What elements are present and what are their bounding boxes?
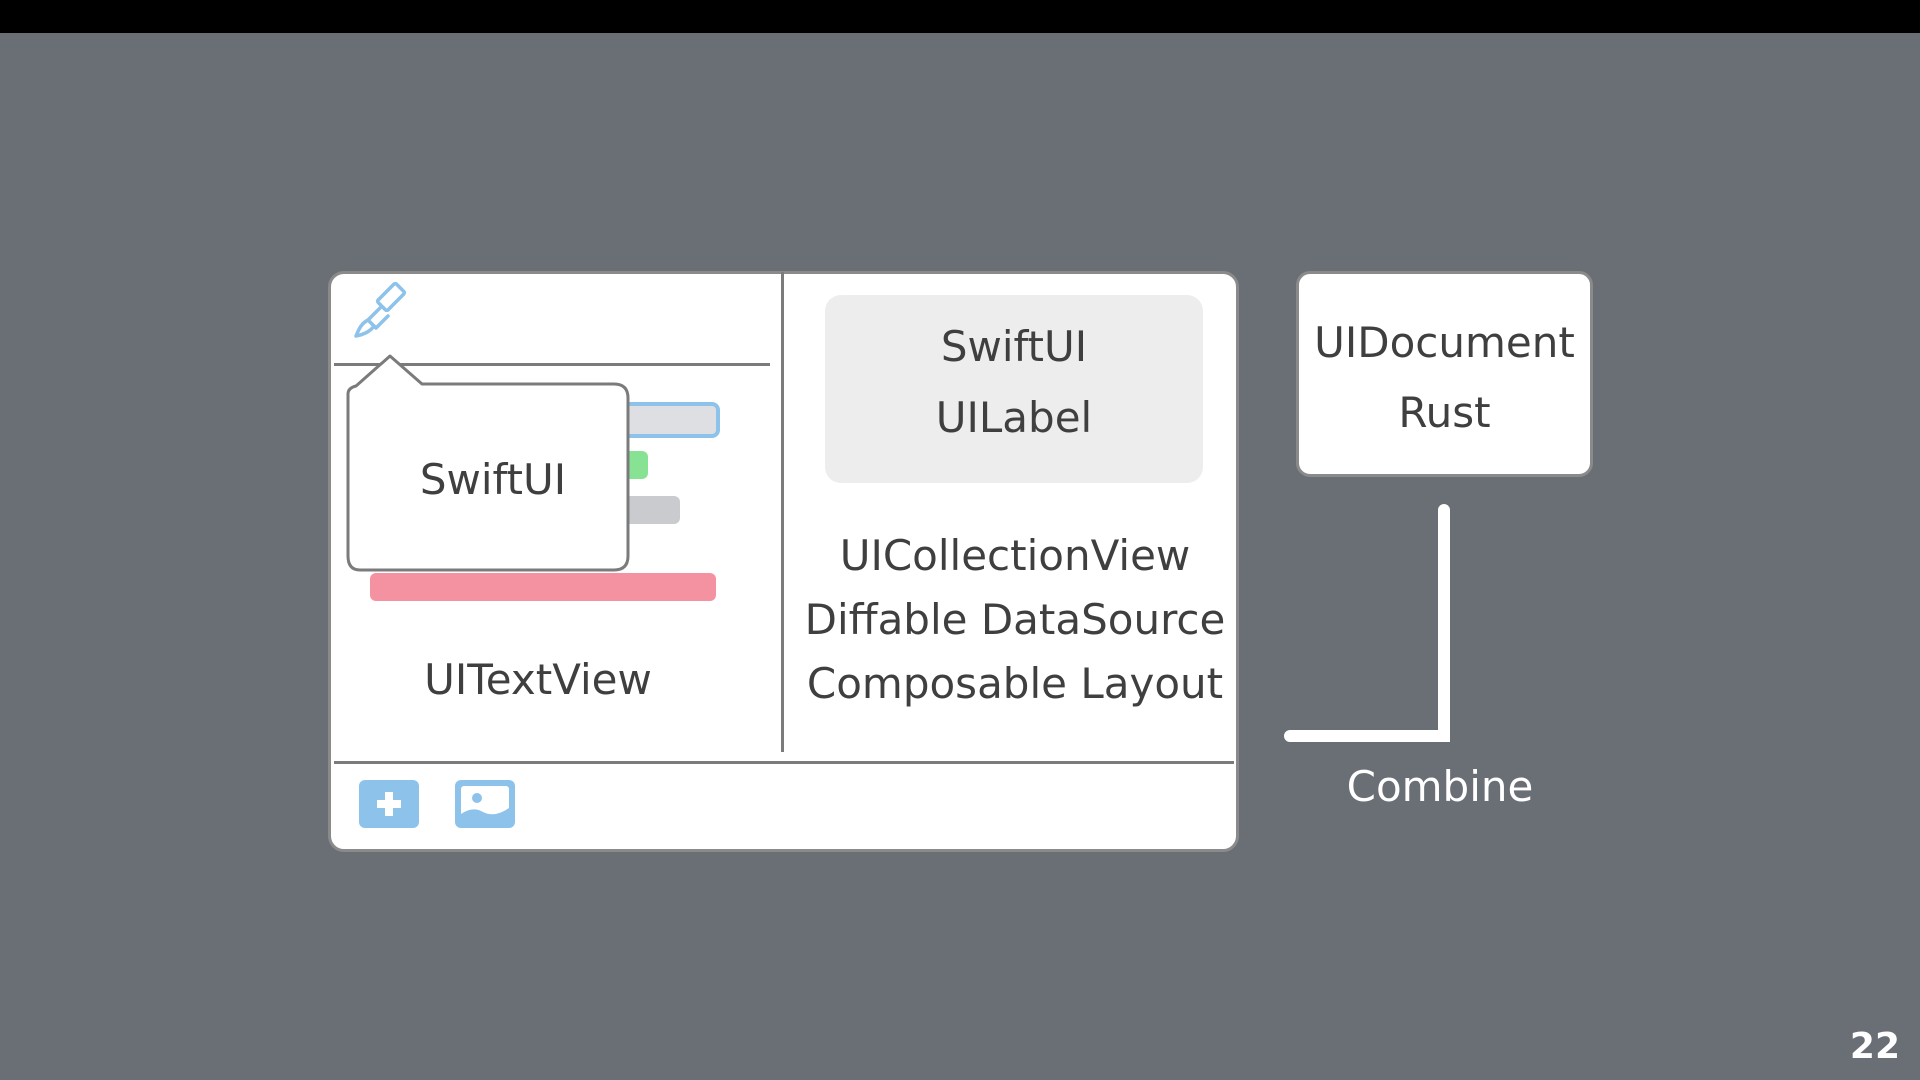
paintbrush-icon[interactable]	[350, 278, 414, 342]
text-line-red	[370, 573, 716, 601]
swiftui-popover[interactable]	[344, 350, 634, 575]
collection-view-line-2: Diffable DataSource	[804, 595, 1226, 644]
vertical-divider	[781, 272, 784, 752]
preview-line-2: UILabel	[935, 393, 1093, 442]
combine-label: Combine	[1346, 762, 1534, 811]
preview-line-1: SwiftUI	[940, 322, 1088, 371]
popover-label: SwiftUI	[419, 455, 567, 504]
toolbar-divider	[334, 761, 1234, 764]
document-line-2: Rust	[1398, 388, 1491, 437]
collection-view-line-3: Composable Layout	[806, 659, 1224, 708]
top-black-bar	[0, 0, 1920, 33]
preview-box	[825, 295, 1203, 483]
document-card	[1296, 271, 1593, 477]
document-line-1: UIDocument	[1314, 318, 1575, 367]
collection-view-line-1: UICollectionView	[839, 531, 1191, 580]
page-number: 22	[1849, 1026, 1900, 1067]
plus-square-icon[interactable]	[359, 780, 419, 828]
header-divider	[334, 363, 770, 366]
connector-line	[1284, 504, 1450, 742]
image-icon[interactable]	[455, 780, 515, 828]
text-view-label: UITextView	[424, 655, 652, 704]
